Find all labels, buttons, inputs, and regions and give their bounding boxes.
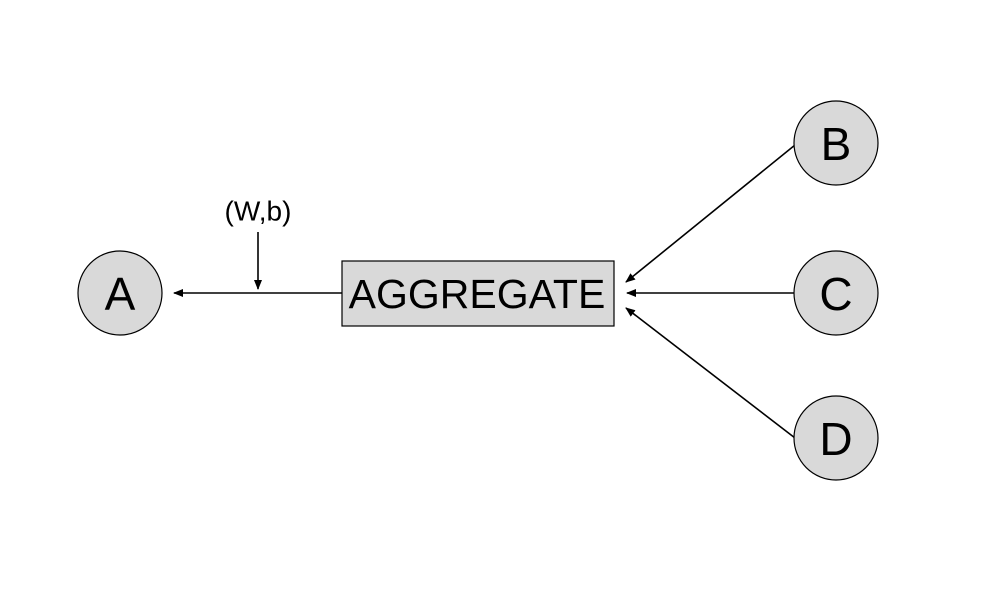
aggregate-box: AGGREGATE — [341, 260, 615, 327]
node-a-label: A — [105, 268, 136, 320]
parameter-label: (W,b) — [225, 196, 292, 227]
edge-d-to-aggregate — [625, 307, 796, 439]
edge-b-to-aggregate — [625, 144, 796, 283]
aggregate-label: AGGREGATE — [349, 271, 606, 317]
node-c: C — [793, 250, 879, 336]
node-b-label: B — [821, 118, 852, 170]
node-a: A — [77, 250, 163, 336]
node-b: B — [793, 100, 879, 186]
node-d-label: D — [819, 413, 852, 465]
node-d: D — [793, 395, 879, 481]
node-c-label: C — [819, 268, 852, 320]
